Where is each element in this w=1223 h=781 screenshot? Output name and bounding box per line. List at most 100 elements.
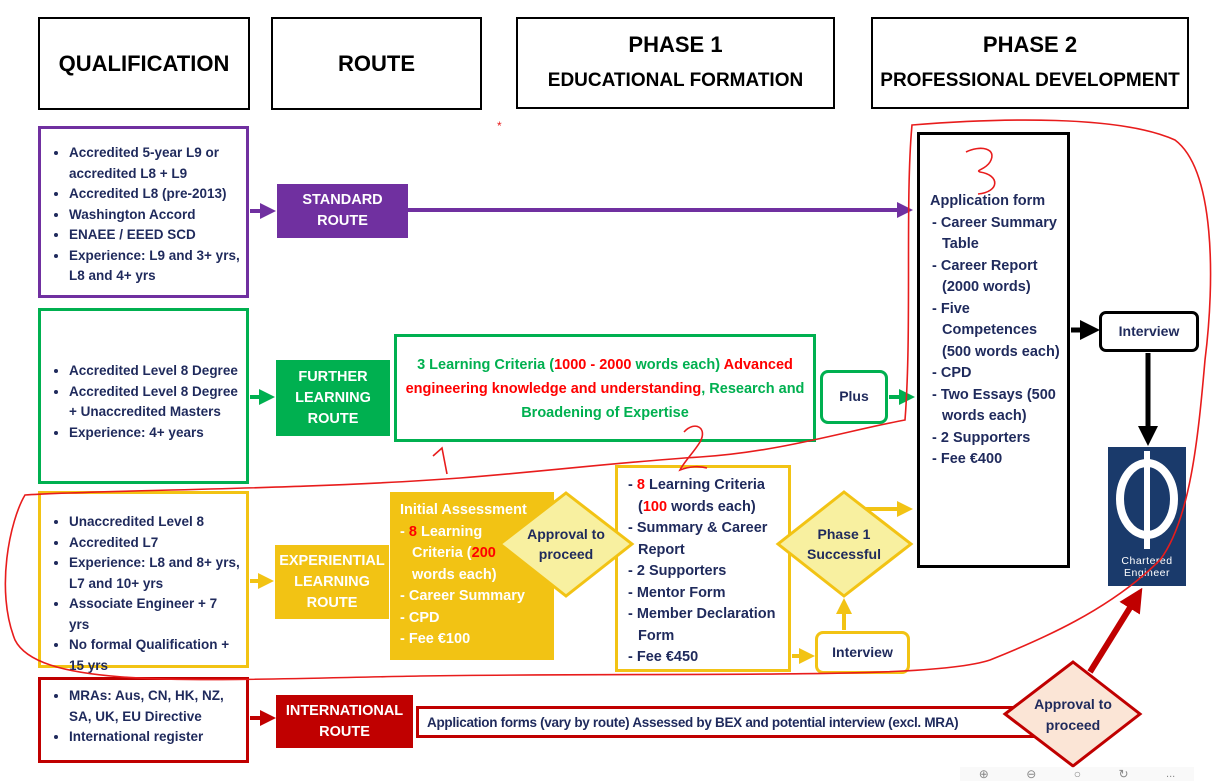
list-item: - Career Report (2000 words) — [932, 257, 1038, 296]
header-qualification: QUALIFICATION — [38, 17, 250, 110]
zoom-in-icon[interactable]: ⊕ — [978, 767, 989, 781]
plus-label: Plus — [839, 388, 869, 405]
interview-phase2: Interview — [1099, 311, 1199, 352]
list-item: - Fee €450 — [628, 649, 699, 665]
international-bar-text: Application forms (vary by route) Assess… — [427, 715, 959, 730]
further-learning-criteria: 3 Learning Criteria (1000 - 2000 words e… — [394, 334, 816, 442]
hand-drawn-annotations — [4, 119, 1212, 681]
criteria-topic: Research and Broadening of Expertise — [521, 381, 805, 421]
arrow — [864, 501, 913, 517]
phase1-successful: Phase 1 Successful — [798, 524, 890, 564]
list-item: Accredited L8 (pre-2013) — [69, 184, 240, 205]
dash: - — [628, 477, 637, 493]
plus-box: Plus — [820, 370, 888, 424]
standard-route: STANDARD ROUTE — [277, 184, 408, 238]
count: 200 — [471, 545, 496, 561]
criteria-text: words each) — [631, 357, 724, 373]
list-item: - Career Summary — [400, 588, 525, 604]
criteria-words: 1000 - 2000 — [554, 357, 632, 373]
diamond-label: Phase 1 Successful — [807, 526, 881, 562]
viewer-toolbar: ⊕ ⊖ ○ ↻ ... — [960, 767, 1194, 781]
diamond-label: Approval to proceed — [1034, 696, 1112, 733]
list-item: - 8 Learning Criteria (200 words each) — [400, 522, 512, 587]
phi-icon — [1116, 451, 1178, 549]
criteria-sep: , — [701, 381, 706, 397]
list-item: Unaccredited Level 8 — [69, 512, 240, 533]
further-learning-route: FURTHER LEARNING ROUTE — [276, 360, 390, 436]
experiential-learning-route: EXPERIENTIAL LEARNING ROUTE — [275, 545, 389, 619]
list-item: Experience: 4+ years — [69, 423, 240, 444]
annotation-1 — [432, 446, 448, 475]
annotation-3 — [965, 147, 996, 195]
initial-assessment: Initial Assessment - 8 Learning Criteria… — [390, 492, 554, 660]
approval-diamond-2 — [1002, 660, 1143, 768]
list-item: - Fee €100 — [400, 631, 471, 647]
header-subtext: PROFESSIONAL DEVELOPMENT — [880, 70, 1180, 91]
list-item: Accredited 5-year L9 or accredited L8 + … — [69, 143, 240, 184]
list-item: Washington Accord — [69, 205, 240, 226]
list-item: ENAEE / EEED SCD — [69, 225, 240, 246]
list-item: - CPD — [932, 365, 972, 381]
approval-to-proceed-1: Approval to proceed — [524, 524, 608, 564]
list-item: MRAs: Aus, CN, HK, NZ, SA, UK, EU Direct… — [69, 686, 240, 727]
item-text: words each) — [412, 566, 497, 583]
list-item: - Mentor Form — [628, 584, 726, 601]
list-item: - Fee €400 — [932, 451, 1003, 467]
approval-to-proceed-2: Approval to proceed — [1031, 694, 1115, 736]
item-text: Learning Criteria ( — [638, 477, 765, 515]
item-text: words each) — [667, 498, 756, 515]
logo-text: Chartered — [1121, 555, 1173, 567]
phase1-successful-diamond — [775, 490, 914, 598]
annotation-loop — [4, 119, 1212, 681]
more-icon[interactable]: ... — [1166, 768, 1176, 780]
annotation-2 — [678, 425, 708, 472]
qualification-experiential: Unaccredited Level 8Accredited L7Experie… — [38, 491, 249, 673]
header-subtext: EDUCATIONAL FORMATION — [547, 70, 804, 91]
arrow — [1087, 587, 1143, 674]
qualification-further: Accredited Level 8 DegreeAccredited Leve… — [38, 308, 249, 484]
interview-label: Interview — [1118, 322, 1180, 339]
criteria-text: 3 Learning Criteria ( — [417, 357, 555, 373]
initial-assessment-title: Initial Assessment — [400, 502, 527, 518]
list-item: Experience: L8 and 8+ yrs, L7 and 10+ yr… — [69, 553, 240, 594]
count: 8 — [408, 523, 417, 540]
list-item: - Five Competences (500 words each) — [932, 300, 1060, 360]
list-item: Associate Engineer + 7 yrs — [69, 594, 240, 635]
header-route: ROUTE — [271, 17, 482, 110]
interview-label: Interview — [832, 643, 893, 660]
zoom-out-icon[interactable]: ⊖ — [1026, 767, 1037, 781]
annotation-asterisk: * — [497, 119, 502, 133]
list-item: Accredited L7 — [69, 533, 240, 554]
application-form: Application form - Career Summary Table -… — [917, 132, 1070, 568]
item-text: Learning Criteria ( — [412, 523, 483, 562]
header-text: QUALIFICATION — [58, 50, 230, 76]
diamond-label: Approval to proceed — [527, 526, 605, 562]
list-item: - 8 Learning Criteria (100 words each) — [628, 475, 780, 518]
header-text: ROUTE — [338, 50, 415, 76]
search-icon[interactable]: ○ — [1073, 767, 1082, 781]
list-item: - Summary & Career Report — [628, 520, 768, 558]
list-item: Accredited Level 8 Degree — [69, 361, 240, 382]
list-item: Experience: L9 and 3+ yrs, L8 and 4+ yrs — [69, 246, 240, 287]
application-title: Application form — [930, 193, 1046, 209]
approval-diamond-1 — [497, 491, 635, 598]
list-item: - CPD — [400, 609, 440, 626]
list-item: Accredited Level 8 Degree + Unaccredited… — [69, 382, 240, 423]
header-text: PHASE 2 — [982, 32, 1078, 57]
list-item: International register — [69, 727, 240, 748]
rotate-icon[interactable]: ↻ — [1118, 767, 1129, 781]
list-item: - 2 Supporters — [628, 563, 727, 579]
list-item: - Member Declaration Form — [628, 606, 776, 644]
header-text: PHASE 1 — [628, 32, 723, 57]
list-item: - 2 Supporters — [932, 429, 1031, 446]
header-phase2: PHASE 2 PROFESSIONAL DEVELOPMENT — [871, 17, 1189, 109]
qualification-standard: Accredited 5-year L9 or accredited L8 + … — [38, 126, 249, 298]
list-item: - Career Summary Table — [932, 214, 1057, 253]
phase1-requirements: - 8 Learning Criteria (100 words each) -… — [615, 465, 791, 672]
count: 8 — [636, 477, 645, 493]
list-item: - Two Essays (500 words each) — [932, 386, 1056, 425]
list-item: No formal Qualification + 15 yrs — [69, 635, 240, 676]
criteria-topic: Advanced engineering knowledge and under… — [405, 357, 793, 397]
